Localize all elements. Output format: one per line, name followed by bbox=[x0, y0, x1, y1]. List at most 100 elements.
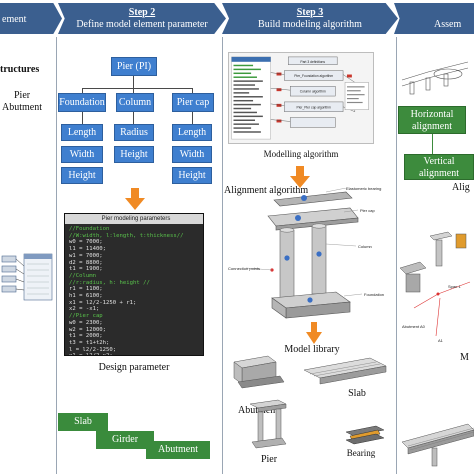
code-line: x1 = l2/2-1250 + r1; bbox=[69, 299, 137, 306]
vertical-alignment-box: Vertical alignment bbox=[404, 154, 474, 180]
abutment-a0-label: Abutment A0 bbox=[402, 324, 426, 329]
code-line: x1 = l2/2-x2; bbox=[69, 353, 199, 355]
horizontal-alignment-box: Horizontal alignment bbox=[398, 106, 466, 134]
column-separator bbox=[56, 37, 57, 474]
span1-label: Span 1 bbox=[448, 284, 461, 289]
foundation-node: Foundation bbox=[58, 93, 106, 112]
connection-label: Connection points bbox=[228, 266, 261, 271]
tree-connector bbox=[192, 112, 193, 124]
assembly-connector bbox=[432, 134, 433, 154]
modelling-algorithm-caption: Modelling algorithm bbox=[263, 149, 339, 159]
parameter-code: //Foundation//W:width, l:length, t:thick… bbox=[65, 224, 203, 355]
step2-chevron: Step 2 Define model element parameter bbox=[58, 3, 226, 34]
tree-connector bbox=[82, 88, 192, 89]
code-line: t3 = t1+t2h; bbox=[69, 339, 110, 346]
code-line: //r:radius, h: height // bbox=[69, 279, 150, 286]
tree-connector bbox=[133, 112, 134, 124]
tree-connector bbox=[133, 76, 134, 88]
code-line: //Column bbox=[69, 272, 96, 279]
alignment-assembly-sketch: Abutment A0 A1 Span 1 bbox=[399, 231, 471, 343]
panel-title: Pier modeling parameters bbox=[65, 214, 203, 224]
code-line: r1 = 1100; bbox=[69, 286, 103, 293]
model-caption: M bbox=[460, 352, 469, 363]
model-library-caption: Model library bbox=[284, 344, 340, 355]
slab-caption: Slab bbox=[348, 388, 366, 399]
code-line: //Foundation bbox=[69, 226, 110, 232]
girder-step: Girder bbox=[96, 431, 154, 449]
down-arrow-icon bbox=[306, 322, 322, 344]
step4-label: Assem bbox=[434, 19, 462, 30]
step3-number: Step 3 bbox=[296, 7, 324, 18]
bridge-model-3d bbox=[401, 423, 474, 467]
code-line: w0 = 2300; bbox=[69, 319, 103, 326]
code-line: x2 = -x1; bbox=[69, 306, 100, 313]
code-line: //Pier cap bbox=[69, 313, 103, 320]
down-arrow-icon bbox=[290, 166, 310, 188]
step3-label: Build modeling algorithm bbox=[258, 19, 362, 30]
foundation-width: Width bbox=[61, 146, 103, 163]
code-line: w2 = 12000; bbox=[69, 326, 107, 333]
column-radius: Radius bbox=[114, 124, 154, 141]
foundation-label: Foundation bbox=[364, 292, 385, 297]
bearing-model bbox=[345, 425, 385, 445]
abutment-step: Abutment bbox=[146, 441, 210, 459]
pier-model bbox=[249, 399, 287, 449]
column-height: Height bbox=[114, 146, 154, 163]
piercap-node: Pier cap bbox=[172, 93, 214, 112]
shot-title-part3: Part 3 definitions bbox=[300, 60, 325, 64]
shot-title-column: Column algorithm bbox=[300, 90, 326, 94]
design-parameter-caption: Design parameter bbox=[98, 362, 170, 373]
alignment-algorithm-caption: Alignment algorithm bbox=[224, 185, 309, 196]
shot-title-foundation: Pier_Foundation algorithm bbox=[294, 74, 333, 78]
slab-step: Slab bbox=[58, 413, 108, 431]
step2-label: Define model element parameter bbox=[76, 19, 208, 30]
down-arrow-icon bbox=[125, 188, 145, 210]
a1-label: A1 bbox=[438, 338, 444, 343]
tree-connector bbox=[192, 88, 193, 93]
step2-number: Step 2 bbox=[128, 7, 156, 18]
code-line: l1 = 11400; bbox=[69, 246, 107, 253]
foundation-height: Height bbox=[61, 167, 103, 184]
structures-title: tructures bbox=[0, 64, 40, 75]
assembly-sketch bbox=[401, 61, 469, 95]
step4-chevron: Assem bbox=[394, 3, 474, 34]
tree-connector bbox=[82, 88, 83, 93]
step1-chevron: ement bbox=[0, 3, 62, 34]
column-separator bbox=[396, 37, 397, 474]
pier-3d-model bbox=[245, 188, 363, 319]
abutment-item: Abutment bbox=[2, 102, 42, 113]
code-line: w1 = 7000; bbox=[69, 252, 103, 259]
process-header: ement Step 2 Define model element parame… bbox=[0, 0, 474, 37]
piercap-length: Length bbox=[172, 124, 212, 141]
column-node: Column bbox=[116, 93, 154, 112]
abutment-model bbox=[233, 355, 285, 389]
slab-model bbox=[303, 357, 387, 385]
alignment-caption: Alig bbox=[452, 182, 470, 193]
shot-title-piercap: Pier_Pier cap algorithm bbox=[296, 105, 331, 109]
modelling-algorithm-screenshot: Part 3 definitions Pier_Foundation algor… bbox=[228, 52, 374, 144]
pier-caption: Pier bbox=[260, 454, 278, 465]
column-separator bbox=[222, 37, 223, 474]
tree-connector bbox=[82, 112, 83, 124]
pier-root-node: Pier (PI) bbox=[111, 57, 157, 76]
tree-connector bbox=[133, 88, 134, 93]
piercap-height: Height bbox=[172, 167, 212, 184]
step3-chevron: Step 3 Build modeling algorithm bbox=[222, 3, 398, 34]
code-line: l = l2/2-1250; bbox=[69, 346, 117, 353]
foundation-length: Length bbox=[61, 124, 103, 141]
code-line: t1 = 1900; bbox=[69, 266, 103, 273]
pier-parameter-panel: Pier modeling parameters //Foundation//W… bbox=[64, 213, 204, 356]
step1-label: ement bbox=[2, 14, 27, 25]
piercap-width: Width bbox=[172, 146, 212, 163]
column-label: Column bbox=[358, 244, 372, 249]
code-line: w0 = 7000; bbox=[69, 239, 103, 246]
code-line: t1 = 2000; bbox=[69, 333, 103, 340]
code-line: //W:width, l:length, t:thickness// bbox=[69, 232, 184, 239]
code-line: h1 = 6100; bbox=[69, 293, 103, 300]
bearing-caption: Bearing bbox=[346, 448, 376, 458]
pier-item: Pier bbox=[14, 90, 31, 101]
piercap-label: Pier cap bbox=[360, 208, 375, 213]
code-line: d2 = 8800; bbox=[69, 259, 103, 266]
structure-tree-thumbnail bbox=[1, 253, 53, 301]
bearing-label: Elastomeric bearing bbox=[346, 186, 382, 191]
